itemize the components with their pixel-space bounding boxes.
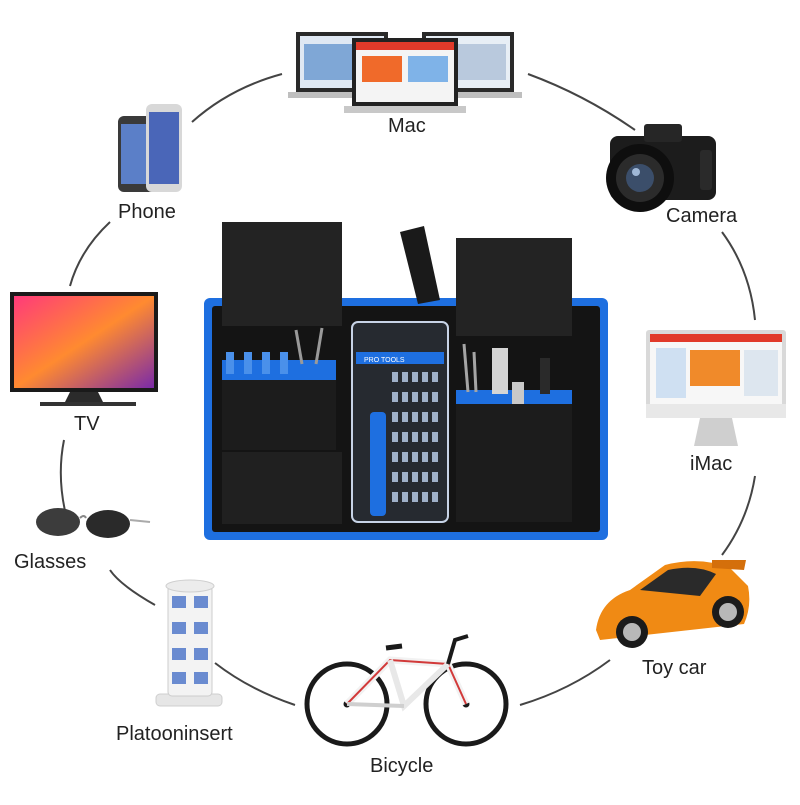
toy-car-image bbox=[596, 560, 750, 648]
label-power-strip: Platooninsert bbox=[116, 723, 233, 745]
imac-image bbox=[646, 330, 786, 446]
kit-case-brand: PRO TOOLS bbox=[364, 357, 405, 364]
bicycle-image bbox=[304, 634, 509, 747]
label-glasses: Glasses bbox=[14, 551, 86, 573]
phones-image bbox=[118, 104, 182, 192]
label-phone: Phone bbox=[118, 201, 176, 223]
label-camera: Camera bbox=[666, 205, 738, 227]
tv-image bbox=[10, 292, 158, 406]
connector-ring bbox=[59, 73, 756, 706]
label-toy-car: Toy car bbox=[642, 657, 707, 679]
label-tv: TV bbox=[74, 413, 100, 435]
label-imac: iMac bbox=[690, 453, 732, 475]
power-strip-image bbox=[155, 579, 223, 707]
camera-image bbox=[606, 124, 716, 212]
label-mac: Mac bbox=[388, 115, 426, 137]
mac-laptops-image bbox=[288, 32, 522, 113]
tool-kit-image: PRO TOOLS bbox=[204, 222, 608, 540]
glasses-image bbox=[36, 508, 151, 538]
label-bicycle: Bicycle bbox=[370, 755, 433, 777]
bit-grid bbox=[392, 372, 438, 502]
